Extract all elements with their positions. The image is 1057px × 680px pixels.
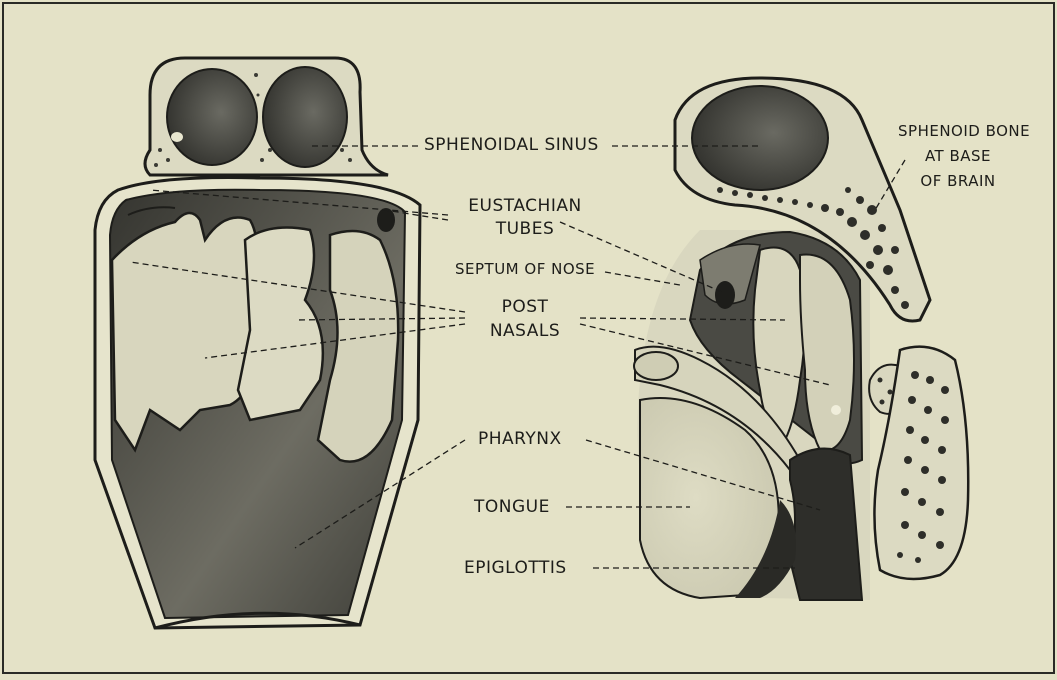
label-eustachian-line2: TUBES bbox=[455, 218, 595, 240]
label-sphenoid-bone-line2: AT BASE bbox=[898, 145, 1018, 167]
label-sphenoid-bone-line3: OF BRAIN bbox=[898, 170, 1018, 192]
sphenoidal-sinus-right bbox=[692, 86, 828, 190]
label-post-nasals-line2: NASALS bbox=[455, 320, 595, 342]
sphenoidal-sinus-left-1 bbox=[167, 69, 257, 165]
sinus-opening bbox=[171, 132, 183, 142]
sphenoidal-sinus-left-2 bbox=[263, 67, 347, 167]
post-nasal-mass-2 bbox=[238, 228, 323, 420]
label-epiglottis: EPIGLOTTIS bbox=[464, 557, 567, 579]
label-tongue: TONGUE bbox=[474, 496, 550, 518]
label-post-nasals-line1: POST bbox=[455, 296, 595, 318]
label-sphenoid-bone-line1: SPHENOID BONE bbox=[898, 120, 1018, 142]
eustachian-opening-left bbox=[377, 208, 395, 232]
label-septum-of-nose: SEPTUM OF NOSE bbox=[455, 258, 595, 280]
posterior-view-figure bbox=[95, 58, 420, 628]
label-sphenoidal-sinus: SPHENOIDAL SINUS bbox=[424, 134, 599, 156]
label-pharynx: PHARYNX bbox=[478, 428, 562, 450]
label-eustachian-line1: EUSTACHIAN bbox=[455, 195, 595, 217]
pharynx-column bbox=[790, 449, 862, 600]
